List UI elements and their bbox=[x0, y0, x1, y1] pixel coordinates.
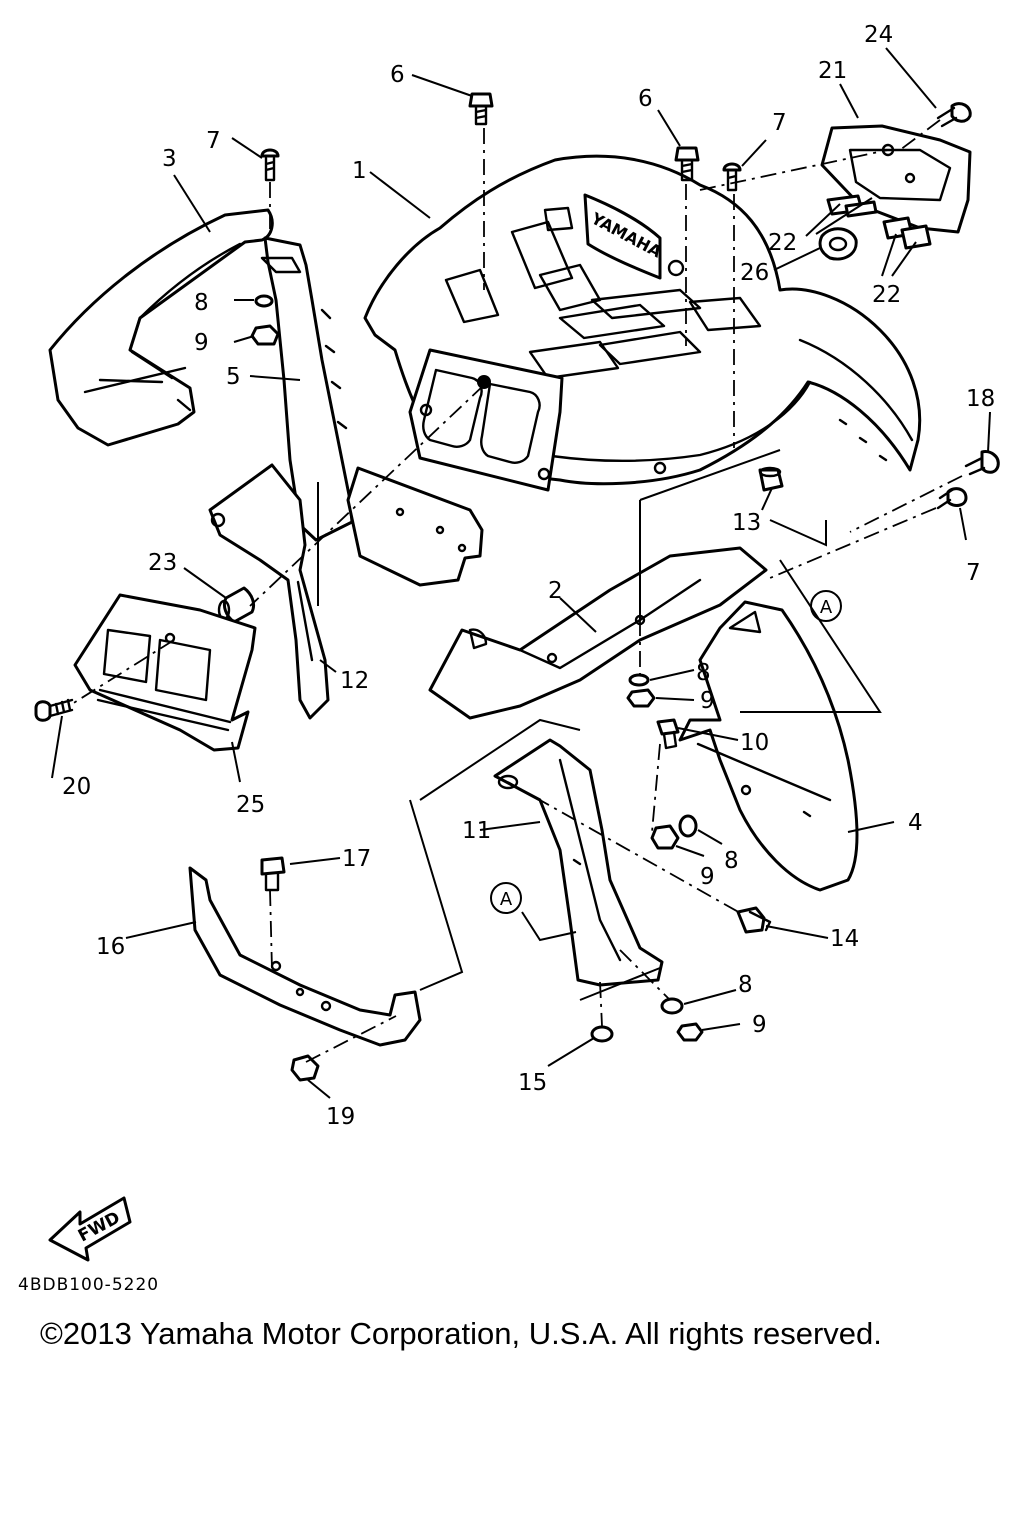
part-2-center-stay bbox=[428, 546, 768, 720]
fwd-arrow-icon: FWD bbox=[48, 1196, 132, 1262]
part-8-washer-mid bbox=[678, 814, 698, 838]
callout-7-left: 7 bbox=[206, 128, 221, 154]
callout-3: 3 bbox=[162, 146, 177, 172]
callout-15: 15 bbox=[518, 1070, 547, 1096]
part-10-bolt bbox=[656, 718, 680, 736]
callout-6-left: 6 bbox=[390, 62, 405, 88]
callout-8-mid: 8 bbox=[724, 848, 739, 874]
part-6-bolt-left bbox=[468, 92, 494, 108]
part-18-bolt bbox=[980, 450, 1000, 474]
part-11-right-stay bbox=[493, 738, 664, 987]
part-19-nut bbox=[290, 1054, 320, 1082]
callout-19: 19 bbox=[326, 1104, 355, 1130]
callout-1: 1 bbox=[352, 158, 367, 184]
part-25-headlight-cover bbox=[73, 593, 257, 752]
part-20-screw bbox=[34, 698, 74, 722]
part-8-washer-center bbox=[628, 673, 650, 687]
part-8-washer-top bbox=[254, 294, 274, 308]
part-3-side-cover bbox=[48, 208, 274, 447]
part-14-bolt bbox=[736, 906, 766, 934]
callout-9-center: 9 bbox=[700, 688, 715, 714]
part-1-front-fender: YAMAHA bbox=[363, 154, 922, 492]
callout-7-top: 7 bbox=[772, 110, 787, 136]
callout-18: 18 bbox=[966, 386, 995, 412]
part-6-bolt-right bbox=[674, 146, 700, 162]
part-8-washer-lower bbox=[660, 997, 684, 1015]
callout-10: 10 bbox=[740, 730, 769, 756]
part-7-screw-top bbox=[722, 162, 742, 172]
callout-7-right: 7 bbox=[966, 560, 981, 586]
callout-8-lower: 8 bbox=[738, 972, 753, 998]
callout-16: 16 bbox=[96, 934, 125, 960]
callout-13: 13 bbox=[732, 510, 761, 536]
part-12-bracket bbox=[208, 463, 330, 720]
part-9-nut-top bbox=[250, 324, 280, 346]
part-4-lower-cover bbox=[678, 600, 859, 892]
part-9-nut-lower bbox=[676, 1022, 704, 1042]
callout-12: 12 bbox=[340, 668, 369, 694]
part-17-bolt bbox=[260, 856, 286, 876]
assembly-lines bbox=[71, 119, 963, 1063]
callout-9-mid: 9 bbox=[700, 864, 715, 890]
part-16-lower-stay bbox=[188, 866, 422, 1047]
callout-8-center: 8 bbox=[696, 660, 711, 686]
part-7-screw-right bbox=[946, 487, 968, 507]
callout-17: 17 bbox=[342, 846, 371, 872]
callout-9-top: 9 bbox=[194, 330, 209, 356]
reference-marks: A A bbox=[490, 590, 842, 914]
part-9-nut-mid bbox=[650, 824, 680, 850]
callout-21: 21 bbox=[818, 58, 847, 84]
callout-25: 25 bbox=[236, 792, 265, 818]
hardware bbox=[250, 92, 1000, 1082]
callout-20: 20 bbox=[62, 774, 91, 800]
callout-23: 23 bbox=[148, 550, 177, 576]
callout-26: 26 bbox=[740, 260, 769, 286]
callout-11: 11 bbox=[462, 818, 491, 844]
part-7-screw-top-left bbox=[260, 148, 280, 158]
callout-22-left: 22 bbox=[768, 230, 797, 256]
part-9-nut-center bbox=[626, 688, 656, 708]
diagram-code: 4BDB100-5220 bbox=[18, 1275, 159, 1295]
outline-lines bbox=[317, 449, 882, 1001]
callout-9-lower: 9 bbox=[752, 1012, 767, 1038]
callout-2: 2 bbox=[548, 578, 563, 604]
callout-5: 5 bbox=[226, 364, 241, 390]
leaders bbox=[51, 47, 991, 1099]
inner-fender-panel bbox=[346, 466, 484, 587]
reference-a-lower: A bbox=[500, 889, 513, 910]
part-15-washer bbox=[590, 1025, 614, 1043]
part-26-grommet bbox=[818, 227, 858, 261]
reference-a-upper: A bbox=[820, 597, 833, 618]
part-23-spacer bbox=[217, 586, 256, 624]
callout-14: 14 bbox=[830, 926, 859, 952]
callout-4: 4 bbox=[908, 810, 923, 836]
copyright-notice: ©2013 Yamaha Motor Corporation, U.S.A. A… bbox=[40, 1316, 882, 1351]
part-21-lamp-housing bbox=[820, 124, 972, 234]
callout-22-right: 22 bbox=[872, 282, 901, 308]
callouts: 1 2 3 4 5 6 6 7 7 7 8 8 8 8 9 9 9 9 10 1… bbox=[62, 22, 995, 1130]
callout-6-right: 6 bbox=[638, 86, 653, 112]
callout-8-top: 8 bbox=[194, 290, 209, 316]
callout-24: 24 bbox=[864, 22, 893, 48]
